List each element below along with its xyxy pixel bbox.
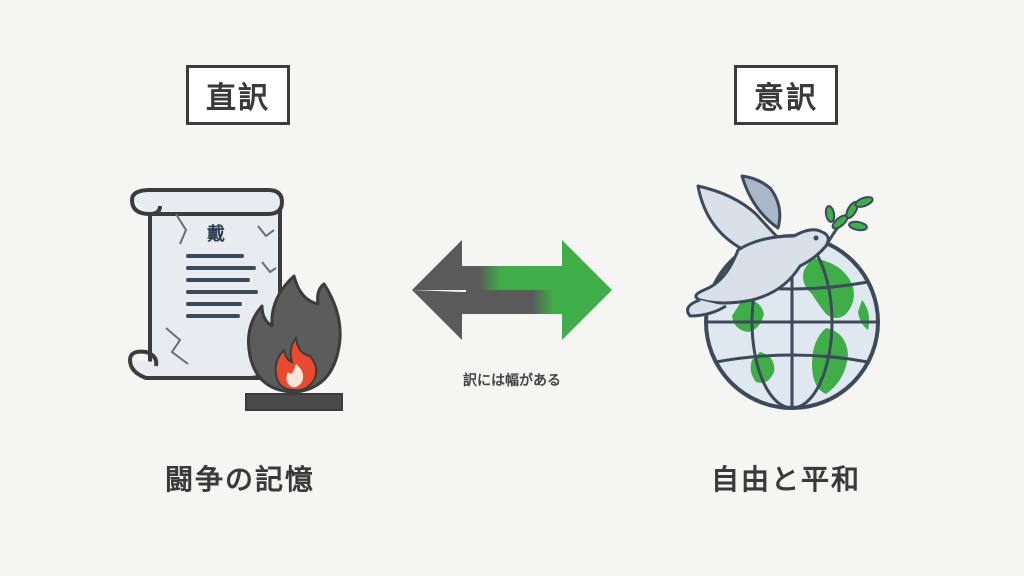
center-caption: 訳には幅がある xyxy=(463,373,561,389)
right-caption: 自由と平和 xyxy=(710,463,861,496)
literal-translation-label: 直訳 xyxy=(186,65,290,125)
svg-text:戴: 戴 xyxy=(207,223,225,245)
left-caption: 闘争の記憶 xyxy=(164,463,315,496)
free-translation-label: 意訳 xyxy=(734,65,838,125)
